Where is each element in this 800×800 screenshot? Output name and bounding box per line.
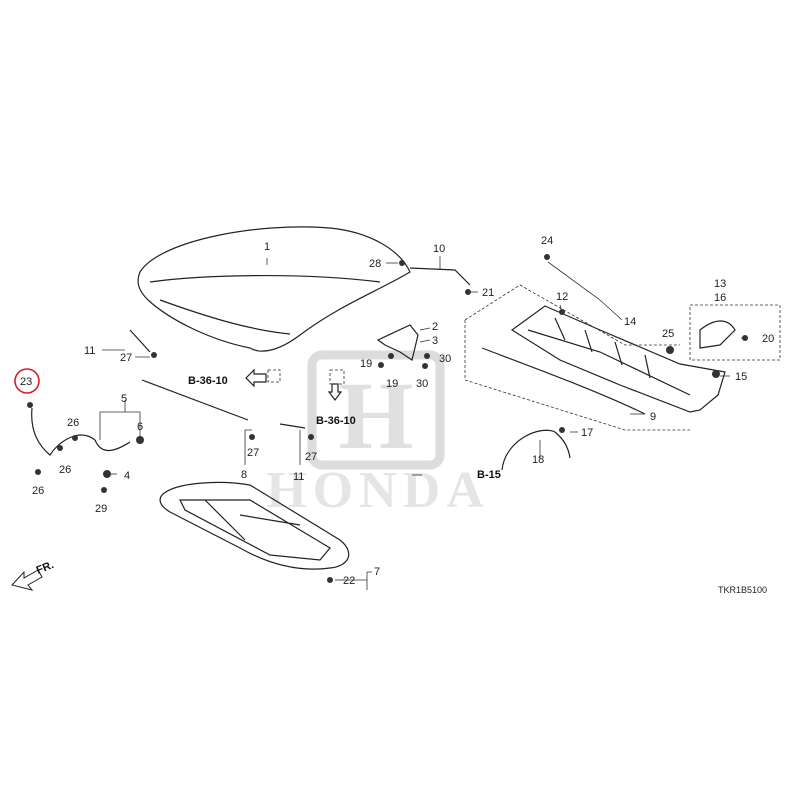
callout-26b[interactable]: 26 <box>59 464 71 476</box>
bracket-group-box <box>689 304 781 361</box>
cap-15[interactable] <box>712 370 720 378</box>
callout-23[interactable]: 23 <box>20 376 32 388</box>
cowl-top-ribs <box>554 317 651 379</box>
cowl-top-inner <box>527 329 691 396</box>
callout-29[interactable]: 29 <box>95 503 107 515</box>
callout-8[interactable]: 8 <box>241 469 247 481</box>
callout-24[interactable]: 24 <box>541 235 553 247</box>
callout-11b[interactable]: 11 <box>293 471 304 483</box>
front-direction-indicator: FR. <box>11 559 56 591</box>
hood-seal-strip[interactable] <box>481 347 646 415</box>
callout-26c[interactable]: 26 <box>32 485 44 497</box>
hood-support-rod[interactable] <box>409 267 471 286</box>
watermark-emblem: H <box>339 362 414 469</box>
hood-hinge[interactable] <box>376 324 419 361</box>
clip-26c[interactable] <box>35 469 41 475</box>
clip-22[interactable] <box>327 577 333 583</box>
callout-30a[interactable]: 30 <box>439 353 451 365</box>
front-seal-strip[interactable] <box>141 379 249 421</box>
bolt-30a[interactable] <box>424 353 430 359</box>
callout-16[interactable]: 16 <box>714 292 726 304</box>
bolt-19b[interactable] <box>388 353 394 359</box>
hood-panel-crease <box>149 274 381 283</box>
callout-19b[interactable]: 19 <box>386 378 398 390</box>
callout-4[interactable]: 4 <box>124 470 130 482</box>
callout-27a[interactable]: 27 <box>120 352 132 364</box>
hood-insulator[interactable] <box>159 481 350 570</box>
callout-10[interactable]: 10 <box>433 243 445 255</box>
highlight-ring-23[interactable] <box>14 368 40 394</box>
ref-b36-center-part <box>329 369 345 385</box>
ref-b36-left[interactable]: B-36-10 <box>188 375 228 387</box>
callout-11a[interactable]: 11 <box>84 345 95 357</box>
side-seal-left[interactable] <box>129 329 151 353</box>
callout-30b[interactable]: 30 <box>416 378 428 390</box>
clip-21[interactable] <box>465 289 471 295</box>
clip-24[interactable] <box>544 254 550 260</box>
side-seal-right[interactable] <box>279 423 306 429</box>
callout-3[interactable]: 3 <box>432 335 438 347</box>
clip-26a[interactable] <box>72 435 78 441</box>
diagram-code: TKR1B5100 <box>718 585 767 595</box>
callout-27b[interactable]: 27 <box>247 447 259 459</box>
clip-23[interactable] <box>27 402 33 408</box>
callout-18[interactable]: 18 <box>532 454 544 466</box>
bolt-30b[interactable] <box>422 363 428 369</box>
clip-26b[interactable] <box>57 445 63 451</box>
callout-6[interactable]: 6 <box>137 421 143 433</box>
clip-27a[interactable] <box>151 352 157 358</box>
callout-26a[interactable]: 26 <box>67 417 79 429</box>
latch-4[interactable] <box>103 470 111 478</box>
bolt-29[interactable] <box>101 487 107 493</box>
ref-b36-center[interactable]: B-36-10 <box>316 415 356 427</box>
reference-labels: B-36-10 B-36-10 B-15 <box>188 368 501 481</box>
callout-1[interactable]: 1 <box>264 241 270 253</box>
hood-insulator-inner <box>179 499 331 561</box>
callout-12[interactable]: 12 <box>556 291 568 303</box>
fasteners <box>27 254 748 583</box>
clip-17[interactable] <box>559 427 565 433</box>
clip-27c[interactable] <box>308 434 314 440</box>
hood-panel-edge <box>159 299 291 335</box>
callout-9[interactable]: 9 <box>650 411 656 423</box>
callout-5[interactable]: 5 <box>121 393 127 405</box>
release-cable[interactable] <box>501 429 571 471</box>
bolt-19a[interactable] <box>378 362 384 368</box>
grommet-25[interactable] <box>666 346 674 354</box>
cowl-top[interactable] <box>510 305 726 413</box>
front-label: FR. <box>35 559 56 577</box>
clip-27b[interactable] <box>249 434 255 440</box>
front-arrow-icon <box>11 569 43 591</box>
callout-25[interactable]: 25 <box>662 328 674 340</box>
callout-15[interactable]: 15 <box>735 371 747 383</box>
callout-22[interactable]: 22 <box>343 575 355 587</box>
callout-14[interactable]: 14 <box>624 316 636 328</box>
ref-b36-left-arrow <box>245 368 267 388</box>
callout-7[interactable]: 7 <box>374 566 380 578</box>
callout-28[interactable]: 28 <box>369 258 381 270</box>
watermark-brand: HONDA <box>266 462 490 519</box>
nut-28[interactable] <box>399 260 405 266</box>
callout-13[interactable]: 13 <box>714 278 726 290</box>
ref-b15[interactable]: B-15 <box>477 469 501 481</box>
callout-27c[interactable]: 27 <box>305 451 317 463</box>
callout-labels: 1 2 3 4 5 6 7 8 9 10 11 11 12 13 14 15 1… <box>20 235 774 587</box>
callout-21[interactable]: 21 <box>482 287 494 299</box>
side-bracket[interactable] <box>699 320 736 349</box>
callout-2[interactable]: 2 <box>432 321 438 333</box>
ref-b36-left-part <box>267 369 281 383</box>
callout-19a[interactable]: 19 <box>360 358 372 370</box>
leader-lines <box>99 256 748 590</box>
callout-20[interactable]: 20 <box>762 333 774 345</box>
honda-watermark: H HONDA <box>266 350 490 519</box>
cowl-group-outline <box>464 284 690 431</box>
hood-panel[interactable] <box>137 226 411 352</box>
latch-cable[interactable] <box>31 407 131 456</box>
callout-17[interactable]: 17 <box>581 427 593 439</box>
